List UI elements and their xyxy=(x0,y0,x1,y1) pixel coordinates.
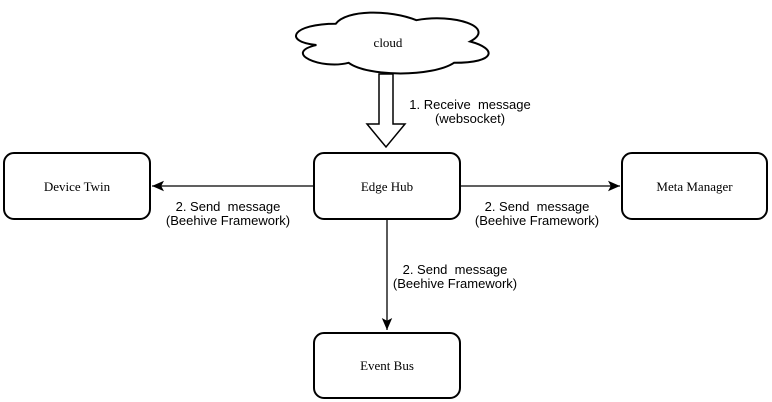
cloud-node-label: cloud xyxy=(373,35,403,50)
edge-label-send-event-bus-line1: 2. Send message xyxy=(402,262,508,277)
edge-label-receive-message: 1. Receive message (websocket) xyxy=(400,98,540,126)
edge-label-send-meta-manager-line2: (Beehive Framework) xyxy=(474,213,600,228)
edge-label-send-meta-manager-line1: 2. Send message xyxy=(484,199,590,214)
node-event-bus: Event Bus xyxy=(313,332,461,399)
edge-label-send-device-twin-line1: 2. Send message xyxy=(175,199,281,214)
node-edge-hub: Edge Hub xyxy=(313,152,461,220)
node-meta-manager-label: Meta Manager xyxy=(656,178,733,194)
node-device-twin: Device Twin xyxy=(3,152,151,220)
edge-label-send-meta-manager: 2. Send message (Beehive Framework) xyxy=(461,200,613,228)
edge-label-receive-message-line1: 1. Receive message xyxy=(409,97,531,112)
node-event-bus-label: Event Bus xyxy=(360,358,414,373)
edge-label-send-event-bus-line2: (Beehive Framework) xyxy=(392,276,518,291)
node-meta-manager: Meta Manager xyxy=(621,152,768,220)
edge-label-send-event-bus: 2. Send message (Beehive Framework) xyxy=(379,263,531,291)
block-arrow-cloud-to-edge-hub xyxy=(365,73,407,149)
edge-label-receive-message-line2: (websocket) xyxy=(434,111,506,126)
node-edge-hub-label: Edge Hub xyxy=(360,178,414,194)
edge-label-send-device-twin-line2: (Beehive Framework) xyxy=(165,213,291,228)
edge-label-send-device-twin: 2. Send message (Beehive Framework) xyxy=(152,200,304,228)
cloud-shape xyxy=(294,11,490,75)
node-device-twin-label: Device Twin xyxy=(43,178,111,194)
